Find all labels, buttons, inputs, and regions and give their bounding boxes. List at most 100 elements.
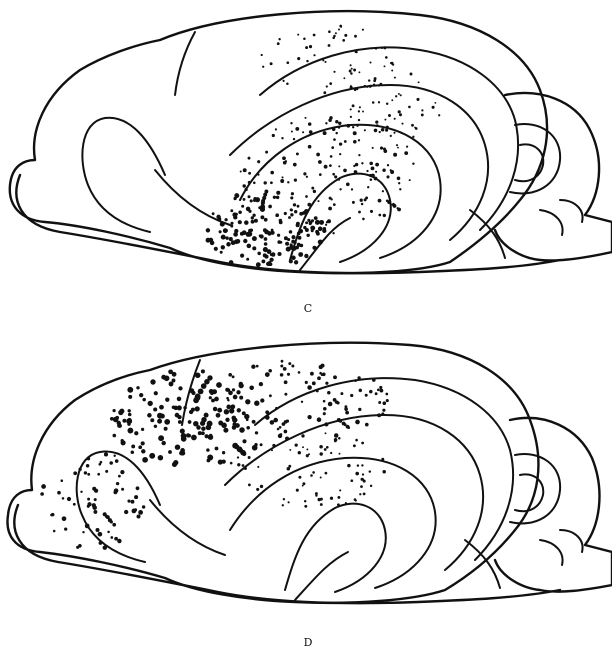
brain-diagram-d: D: [7, 343, 612, 649]
stipple-dot: [339, 489, 341, 491]
stipple-dot: [353, 69, 356, 72]
stipple-dot: [347, 464, 350, 467]
stipple-dot: [287, 61, 290, 64]
stipple-dot: [297, 57, 300, 60]
stipple-dot: [255, 431, 258, 434]
stipple-dot: [306, 454, 309, 457]
stipple-dot: [380, 147, 383, 150]
stipple-dot: [332, 232, 334, 234]
stipple-dot: [381, 458, 384, 461]
stipple-dot: [307, 203, 311, 207]
stipple-dot: [386, 103, 388, 105]
stipple-dot: [209, 238, 212, 241]
brain-diagram-c: C: [10, 11, 612, 315]
stipple-dot: [230, 225, 233, 228]
stipple-dot: [377, 389, 380, 392]
stipple-dot: [246, 258, 249, 261]
stipple-dot: [242, 439, 246, 443]
stipple-dot: [328, 207, 332, 211]
stipple-dot: [354, 35, 357, 38]
stipple-dot: [157, 413, 163, 419]
stipple-dot: [390, 135, 392, 137]
stipple-dot: [370, 178, 373, 181]
stipple-dot: [215, 447, 219, 451]
stipple-dot: [254, 443, 257, 446]
stipple-dot: [394, 118, 396, 120]
stipple-dot: [275, 213, 279, 217]
stipple-dot: [127, 387, 133, 393]
stipple-dot: [316, 153, 320, 157]
stipple-dot: [291, 364, 294, 367]
stipple-dot: [237, 408, 241, 412]
stipple-dot: [355, 500, 357, 502]
stipple-dot: [186, 433, 190, 437]
stipple-dot: [208, 435, 213, 440]
stipple-dot: [257, 173, 259, 175]
stipple-dot: [134, 495, 138, 499]
stipple-dot: [386, 175, 389, 178]
stipple-dot: [87, 473, 90, 476]
stipple-dot: [392, 63, 394, 65]
stipple-dot: [353, 444, 356, 447]
stipple-dot: [138, 510, 143, 515]
stipple-dot: [350, 85, 352, 87]
stipple-dot: [242, 451, 247, 456]
stipple-dot: [270, 420, 275, 425]
hemisphere-outline-d: [7, 343, 538, 603]
stipple-dot: [92, 487, 96, 491]
stipple-dot: [272, 134, 275, 137]
stipple-dot: [263, 228, 267, 232]
stipple-dot: [277, 240, 281, 244]
stipple-dot: [306, 448, 308, 450]
stipple-dot: [282, 504, 284, 506]
stipple-dot: [298, 236, 302, 240]
stipple-dot: [265, 151, 268, 154]
stipple-dot: [344, 34, 347, 37]
stipple-dot: [358, 119, 360, 121]
stipple-dot: [355, 420, 360, 425]
stipple-dot: [248, 483, 251, 486]
stipple-dot: [153, 407, 157, 411]
stipple-dot: [418, 81, 420, 83]
stipple-dot: [346, 124, 350, 128]
stipple-dot: [412, 162, 414, 164]
stipple-dot: [297, 205, 300, 208]
stipple-dot: [382, 168, 385, 171]
stipple-dot: [256, 365, 259, 368]
stipple-dot: [253, 199, 256, 202]
stipple-dot: [93, 510, 97, 514]
stipple-dot: [134, 431, 138, 435]
stipple-dot: [226, 242, 230, 246]
stipple-dot: [337, 496, 340, 499]
stipple-dot: [139, 393, 143, 397]
stipple-dot: [246, 426, 250, 430]
stipple-dot: [230, 404, 235, 409]
stipple-dot: [329, 82, 332, 85]
stipple-dot: [328, 44, 331, 47]
stipple-dot: [358, 408, 361, 411]
stipple-dot: [353, 140, 357, 144]
stipple-dot: [397, 176, 401, 180]
stipple-dot: [62, 497, 65, 500]
stipple-dot: [239, 382, 243, 386]
stipple-dot: [226, 405, 231, 410]
stipple-dot: [267, 231, 272, 236]
stipple-dot: [284, 393, 287, 396]
stipple-dot: [41, 484, 46, 489]
stipple-dot: [231, 240, 236, 245]
stipple-dot: [114, 537, 118, 541]
stipple-dot: [210, 241, 215, 246]
stipple-dot: [386, 399, 389, 402]
stipple-dot: [323, 407, 327, 411]
stipple-dot: [296, 489, 299, 492]
stipple-dot: [355, 472, 359, 476]
stipple-dot: [287, 181, 289, 183]
stipple-dot: [339, 142, 342, 145]
stipple-dot: [266, 262, 270, 266]
stipple-dot: [221, 245, 225, 249]
stipple-dot: [214, 247, 218, 251]
stipple-dot: [361, 203, 364, 206]
stipple-dot: [350, 72, 353, 75]
stipple-dot: [219, 230, 222, 233]
stipple-dot: [213, 407, 217, 411]
